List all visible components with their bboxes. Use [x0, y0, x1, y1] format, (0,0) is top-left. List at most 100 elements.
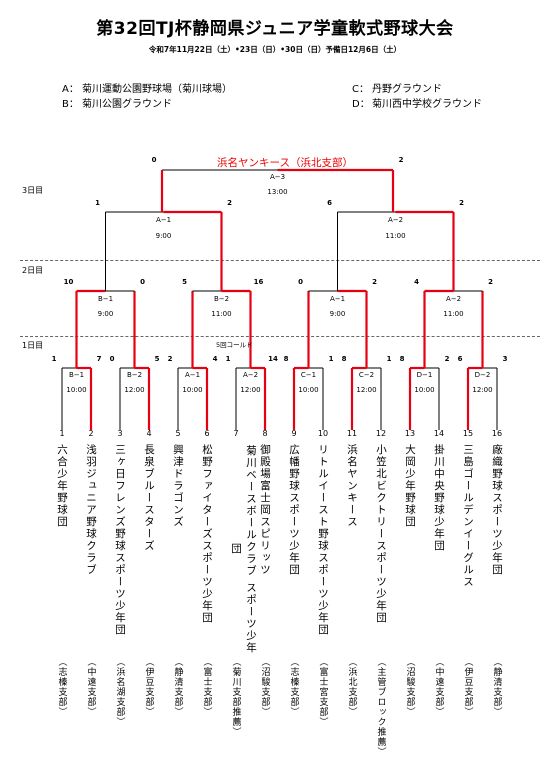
team-branch: （富士宮支部）	[315, 657, 331, 775]
page-title: 第32回TJ杯静岡県ジュニア学童軟式野球大会	[96, 19, 454, 39]
venue-code: B：	[62, 99, 79, 110]
round1-match-label: D−1	[416, 371, 433, 379]
team-number: 16	[491, 429, 503, 438]
quarter-match-time: 11:00	[443, 310, 464, 318]
team-number: 15	[462, 429, 474, 438]
semi-score-left: 1	[95, 199, 100, 207]
round1-score-left: 6	[457, 355, 463, 363]
venue-code: C：	[352, 84, 369, 95]
branch-name: （富士支部）	[201, 657, 212, 717]
team-number: 6	[204, 429, 210, 438]
round1-match-time: 12:00	[356, 386, 377, 394]
venue-name: 菊川運動公園野球場（菊川球場）	[82, 84, 232, 95]
semi-score-right: 2	[459, 199, 464, 207]
venue-name: 菊川西中学校グラウンド	[372, 99, 482, 110]
quarter-match-label: B−1	[97, 295, 114, 303]
team-name: 三ヶ日フレンズ野球スポーツ少年団	[114, 444, 126, 636]
team-name: 六合少年野球団	[56, 444, 68, 528]
round1-score-left: 8	[283, 355, 289, 363]
semi-match-label: A−2	[387, 216, 404, 224]
quarter-score-right: 2	[372, 278, 377, 286]
quarter-score-left: 5	[182, 278, 187, 286]
round1-score-right: 5	[154, 355, 160, 363]
branch-name: （沼駿支部）	[404, 657, 415, 717]
quarter-score-right: 16	[253, 278, 264, 286]
team-number: 7	[233, 429, 239, 438]
quarter-score-left: 0	[298, 278, 303, 286]
tournament-bracket	[61, 168, 498, 430]
team-number: 1	[59, 429, 65, 438]
quarter-match-time: 11:00	[211, 310, 232, 318]
team-branch: （富士支部）	[199, 657, 215, 775]
quarter-score-right: 0	[140, 278, 145, 286]
round1-match-label: A−2	[242, 371, 259, 379]
quarter-match-label: A−1	[329, 295, 346, 303]
round1-score-right: 3	[502, 355, 508, 363]
round1-score-left: 0	[109, 355, 115, 363]
final-match-time: 13:00	[267, 188, 288, 196]
team-name: 松野ファイターズスポーツ少年団	[201, 444, 213, 624]
round1-match-time: 12:00	[124, 386, 145, 394]
round1-match-label: B−2	[126, 371, 143, 379]
team-number: 9	[291, 429, 297, 438]
team-number: 12	[375, 429, 387, 438]
round1-match-time: 10:00	[182, 386, 203, 394]
team-entry: 2 浅羽ジュニア野球クラブ	[84, 429, 98, 576]
team-number: 10	[317, 429, 329, 438]
champion-label: 浜名ヤンキース（浜北支部）	[217, 157, 353, 169]
round1-match-label: C−1	[300, 371, 317, 379]
round1-score-left: 1	[225, 355, 231, 363]
team-number: 5	[175, 429, 181, 438]
team-number: 4	[146, 429, 152, 438]
day-1-label: 1日目	[22, 341, 44, 350]
team-branch: （沼駿支部）	[257, 657, 273, 775]
round1-score-left: 8	[399, 355, 405, 363]
round1-match-time: 10:00	[66, 386, 87, 394]
schedule-subtitle: 令和7年11月22日（土）•23日（日）•30日（日）予備日12月6日（土）	[148, 45, 402, 54]
team-branch: （中遠支部）	[431, 657, 447, 775]
team-branch: （沼駿支部）	[402, 657, 418, 775]
team-name: 浅羽ジュニア野球クラブ	[85, 444, 97, 576]
round1-match-label: A−1	[184, 371, 201, 379]
team-name: 掛川中央野球少年団	[433, 444, 445, 552]
team-branch: （菊川支部推薦）	[228, 657, 244, 775]
quarter-score-left: 10	[63, 278, 74, 286]
round1-score-right: 4	[212, 355, 218, 363]
day-3-label: 3日目	[22, 186, 44, 195]
team-branch: （志榛支部）	[286, 657, 302, 775]
semi-score-right: 2	[227, 199, 232, 207]
venue-b: B：菊川公園グラウンド	[62, 95, 172, 110]
venue-code: A：	[62, 84, 79, 95]
team-name: 御殿場富士岡スピリッツ	[259, 444, 271, 576]
round1-match-label: C−2	[358, 371, 375, 379]
branch-name: （主管ブロック推薦）	[375, 657, 386, 757]
team-name: 小笠北ビクトリースポーツ少年団	[375, 444, 387, 624]
branch-name: （志榛支部）	[56, 657, 67, 717]
team-branch: （浜名湖支部）	[112, 657, 128, 775]
quarter-score-right: 2	[488, 278, 493, 286]
quarter-match-time: 9:00	[329, 310, 346, 318]
team-name: 浜名ヤンキース	[346, 444, 358, 528]
round1-score-left: 8	[341, 355, 347, 363]
team-entry: 14 掛川中央野球少年団	[432, 429, 446, 552]
round1-match-label: D−2	[474, 371, 491, 379]
team-branch: （主管ブロック推薦）	[373, 657, 389, 775]
venue-a: A：菊川運動公園野球場（菊川球場）	[62, 80, 232, 95]
round1-match-time: 12:00	[240, 386, 261, 394]
team-name: 廠織野球スポーツ少年団	[491, 444, 503, 576]
quarter-score-left: 4	[414, 278, 419, 286]
team-number: 11	[346, 429, 358, 438]
team-number: 2	[88, 429, 94, 438]
team-number: 14	[433, 429, 445, 438]
branch-name: （静清支部）	[491, 657, 502, 717]
branch-name: （伊豆支部）	[143, 657, 154, 717]
team-name: 長泉ブルースターズ	[143, 444, 155, 552]
team-number: 13	[404, 429, 416, 438]
team-branch: （浜北支部）	[344, 657, 360, 775]
semi-match-time: 11:00	[385, 232, 406, 240]
round1-score-left: 1	[51, 355, 57, 363]
